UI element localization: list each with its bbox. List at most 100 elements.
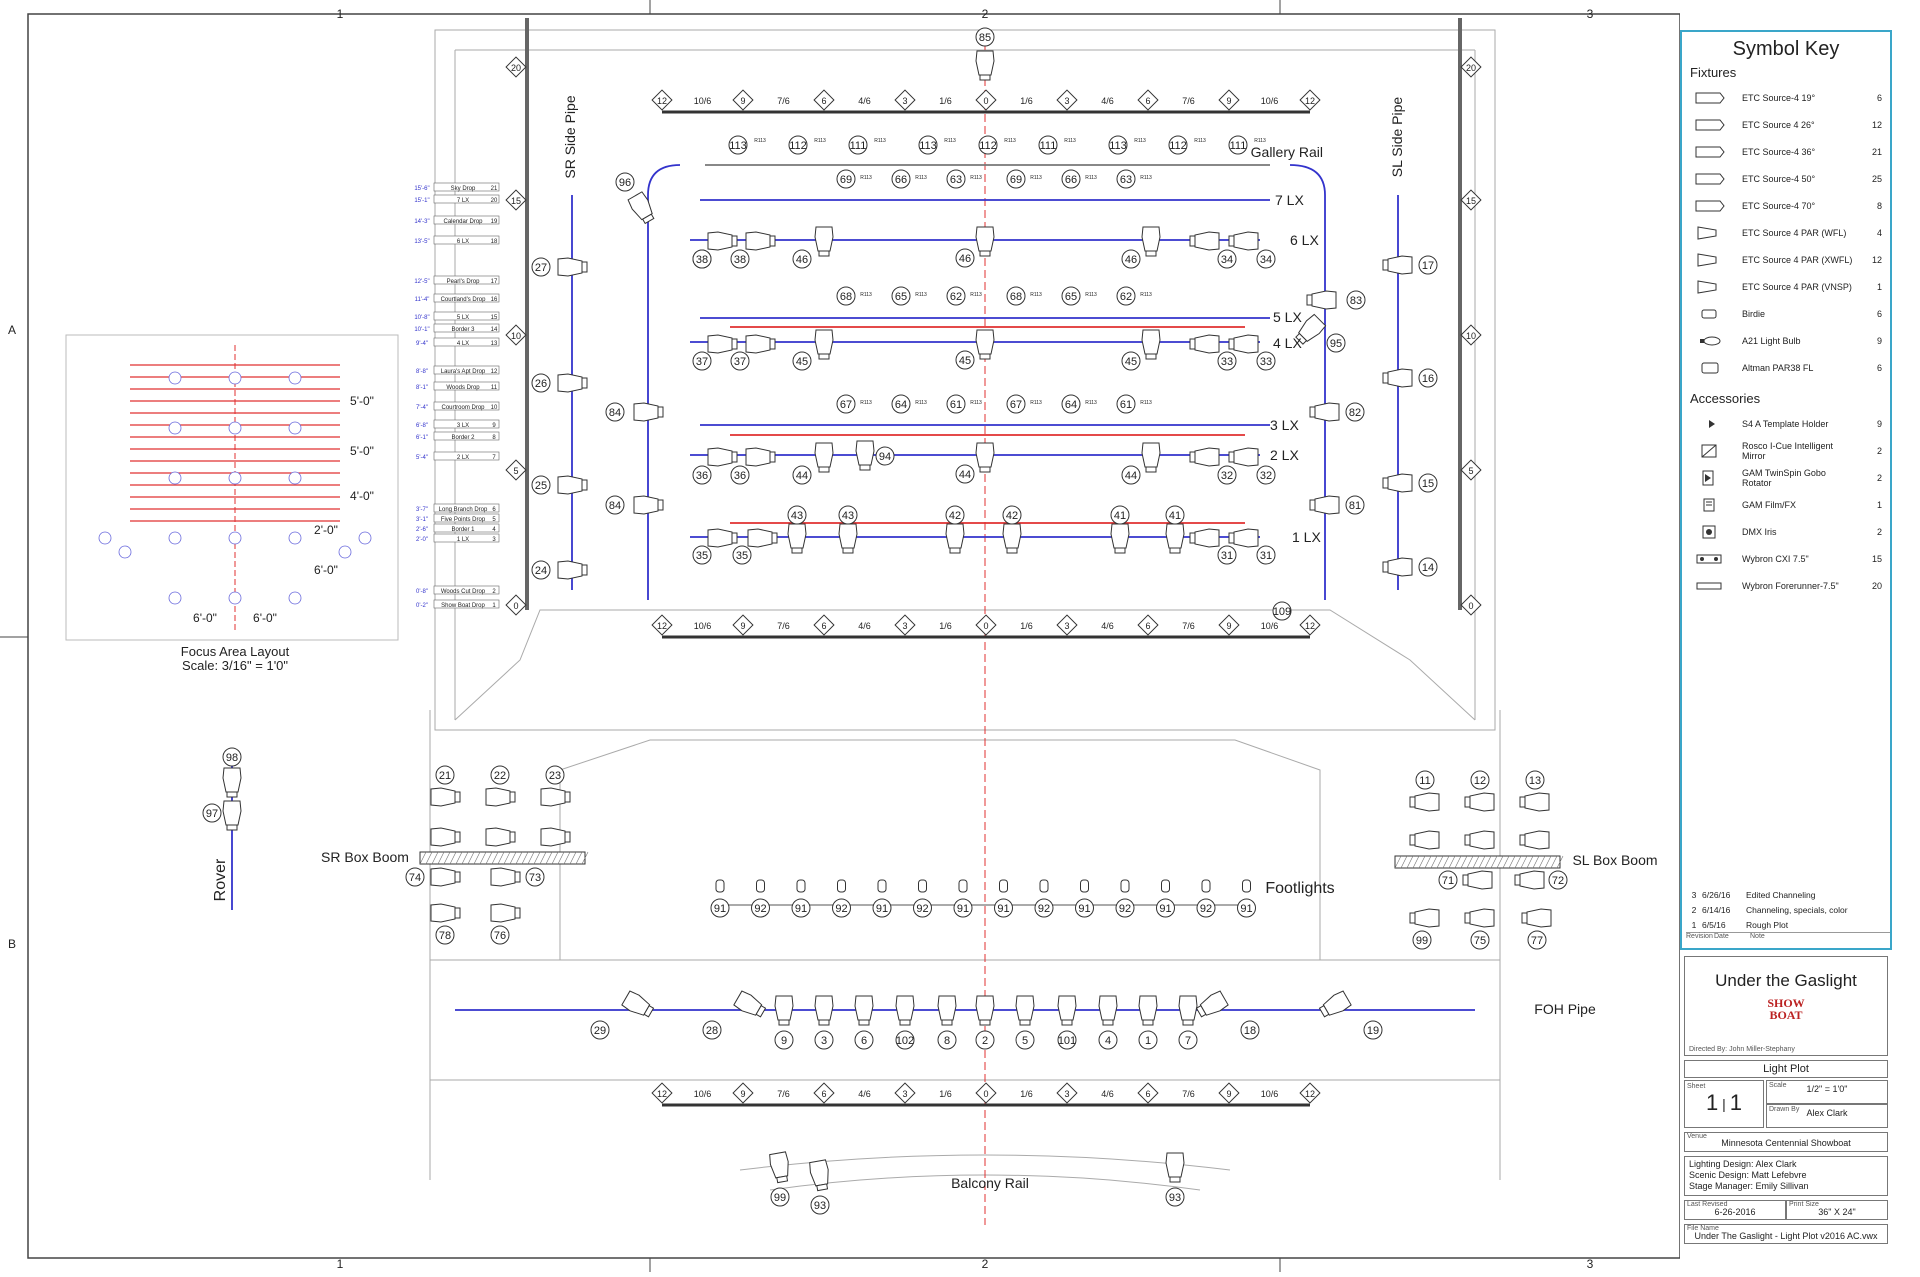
sheet-label: Sheet: [1687, 1083, 1706, 1090]
lx7-channel-color: R113: [970, 175, 982, 181]
depth-marker: 0: [1460, 594, 1482, 616]
show-title: Under the Gaslight: [1715, 971, 1857, 990]
lx6-center-fixture: [975, 226, 995, 257]
tick-label: 9: [1226, 621, 1231, 631]
footlight-channel: 91: [1156, 898, 1175, 918]
line-set-number: 21: [491, 186, 498, 192]
foh-fixture: [733, 990, 767, 1018]
hatch-line: [551, 851, 559, 865]
bulb-icon: [1201, 879, 1211, 893]
foh-fixture: [1178, 995, 1198, 1026]
sr-side-channel: 27: [531, 257, 551, 277]
fixture-key-count: 6: [1876, 362, 1882, 373]
fixture-key-count: 1: [1876, 281, 1882, 292]
lx1-fixture: [747, 528, 778, 548]
sr-boom-channel: 21: [435, 765, 455, 785]
fixture-lens: [226, 791, 238, 798]
accessory-key-row: Wybron CXI 7.5"15: [1682, 545, 1890, 572]
foh-fixture: [975, 995, 995, 1026]
lx2-label: 2 LX: [1270, 447, 1299, 463]
gallery-color: R113: [1254, 138, 1266, 144]
channel-number: 64: [895, 399, 907, 411]
file-name-label: File Name: [1687, 1225, 1719, 1232]
sl-boom-fixture: [1462, 870, 1493, 890]
channel-circle-outline: [946, 394, 966, 414]
channel-circle-outline: [1061, 286, 1081, 306]
foh-channel: 19: [1363, 1020, 1383, 1040]
foh-channel: 4: [1098, 1030, 1118, 1050]
channel-number: 44: [796, 470, 808, 482]
fixture-body: [1387, 368, 1413, 388]
channel-number: 68: [1010, 291, 1022, 303]
channel-circle-outline: [1326, 333, 1346, 353]
sr-boom-channel: 23: [545, 765, 565, 785]
fixtures-heading: Fixtures: [1690, 65, 1737, 80]
fixture-lens: [564, 831, 571, 843]
channel-number: 62: [1120, 291, 1132, 303]
hatch-line: [1466, 855, 1474, 869]
lx2-fixture: [814, 442, 834, 473]
sr-boom-fixture: [540, 787, 571, 807]
hatch-line: [1484, 855, 1492, 869]
revision-date: 6/14/16: [1702, 904, 1731, 915]
focus-area-circle: [228, 591, 242, 605]
accessory-key-label: GAM Film/FX: [1742, 499, 1796, 510]
bulb-icon: [1120, 879, 1130, 893]
tick-label: 9: [740, 621, 745, 631]
line-set-name: Courtroom Drop: [441, 405, 485, 411]
focus-dim: 2'-0": [314, 523, 338, 537]
fixture-body: [814, 442, 834, 468]
line-set-distance: 3'-7": [416, 507, 428, 513]
line-set-name: Border 2: [451, 435, 475, 441]
lx4-fixture: [1228, 334, 1259, 354]
special-83: 83: [1346, 290, 1366, 310]
depth-label: 20: [511, 63, 521, 73]
hatch-line: [497, 851, 505, 865]
tick-label: 4/6: [858, 96, 871, 106]
depth-label: 0: [513, 601, 518, 611]
tick-diamond: [975, 89, 997, 111]
channel-number: 94: [879, 451, 891, 463]
channel-circle-outline: [891, 286, 911, 306]
fixture-lens: [1382, 372, 1389, 384]
depth-marker: 20: [505, 56, 527, 78]
balcony-channel: 93: [810, 1195, 830, 1215]
foh-channel: 9: [774, 1030, 794, 1050]
tick-diamond: [813, 1082, 835, 1104]
channel-number: 32: [1221, 470, 1233, 482]
channel-number: 92: [1038, 903, 1050, 915]
lx7-label: 7 LX: [1275, 192, 1304, 208]
fixture-lens: [818, 250, 830, 257]
line-set-distance: 13'-5": [414, 239, 429, 245]
fixture-body: [809, 1159, 829, 1187]
fixture-lens: [755, 1004, 767, 1018]
hatch-line: [1478, 855, 1486, 869]
depth-marker: 10: [505, 324, 527, 346]
line-set-box: [433, 419, 500, 429]
lx5-channel: 68: [836, 286, 856, 306]
fixture-lens: [1309, 499, 1316, 511]
footlight-channel: 92: [1196, 898, 1216, 918]
lx3-channel-color: R113: [860, 400, 872, 406]
depth-diamond: [1460, 459, 1482, 481]
line-set-name: Border 1: [451, 527, 475, 533]
hatch-line: [1436, 855, 1444, 869]
sl-boom-fixture: [1464, 908, 1495, 928]
hatch-line: [431, 851, 439, 865]
lx4-fixture: [745, 334, 776, 354]
lx6-fixture: [1228, 231, 1259, 251]
channel-number: 97: [206, 808, 218, 820]
lx7-channel: 66: [1061, 169, 1081, 189]
sr-boom-channel: 74: [405, 867, 425, 887]
gallery-color: R113: [874, 138, 886, 144]
lx1-channel: 42: [945, 505, 965, 525]
fixture-body: [1311, 290, 1337, 310]
channel-circle-outline: [836, 169, 856, 189]
